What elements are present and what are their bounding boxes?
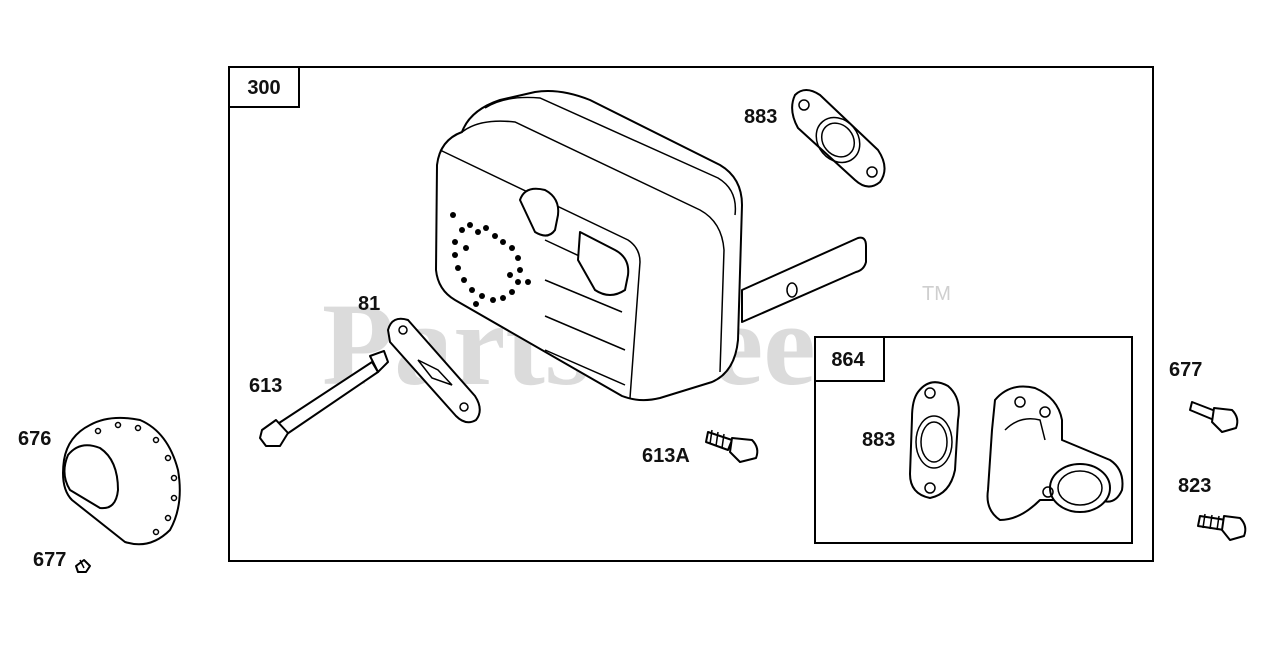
exhaust-elbow[interactable] [986, 385, 1124, 521]
long-bolt[interactable] [259, 350, 389, 447]
mounting-strap[interactable] [741, 236, 867, 323]
guard-holes [94, 421, 178, 536]
callout-677-left: 677 [33, 549, 66, 571]
assembly-300-label-box[interactable] [228, 66, 300, 108]
callout-883-top: 883 [744, 106, 777, 128]
muffler-body[interactable] [435, 90, 743, 402]
callout-613a: 613A [642, 445, 690, 467]
gasket-top[interactable] [791, 89, 886, 188]
assembly-300-frame [228, 66, 1154, 562]
callout-676: 676 [18, 428, 51, 450]
callout-823: 823 [1178, 475, 1211, 497]
callout-613: 613 [249, 375, 282, 397]
gasket-kit[interactable] [909, 381, 960, 499]
vent-holes [450, 212, 531, 307]
watermark-trademark: TM [922, 283, 951, 305]
strap-hole [786, 282, 798, 298]
kit-864-label: 864 [831, 349, 865, 371]
right-bolt[interactable] [1197, 513, 1247, 541]
deflector-plate[interactable] [387, 317, 481, 424]
muffler-screw[interactable] [705, 429, 759, 463]
kit-864-label-box[interactable] [814, 336, 885, 382]
callout-883-kit: 883 [862, 429, 895, 451]
assembly-300-label: 300 [247, 77, 280, 99]
callout-81: 81 [358, 293, 380, 315]
muffler-guard[interactable] [62, 416, 181, 546]
kit-864-frame [814, 336, 1133, 544]
right-screw[interactable] [1189, 401, 1239, 433]
guard-screw[interactable] [75, 559, 91, 573]
callout-677-right: 677 [1169, 359, 1202, 381]
